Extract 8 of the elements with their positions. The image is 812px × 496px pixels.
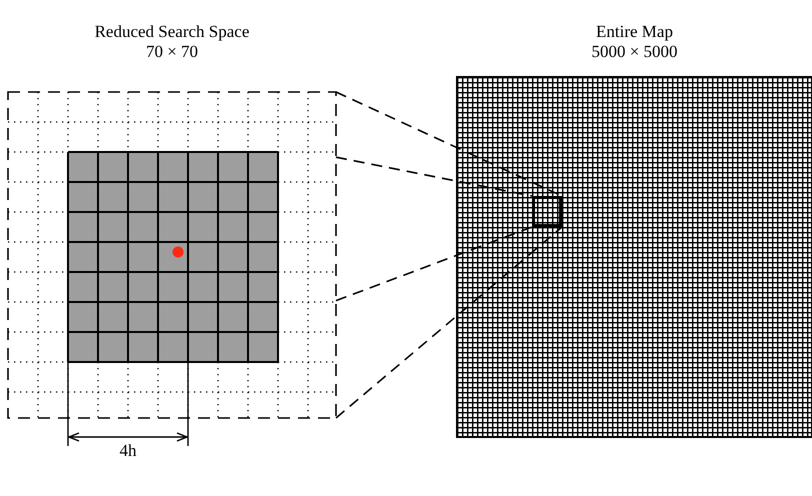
connector-line [336, 226, 532, 302]
size-label: 70 × 70 [146, 42, 198, 62]
dimension-label: 4h [118, 441, 138, 461]
panel-title: Entire Map [596, 22, 673, 42]
panel-title: Reduced Search Space [94, 22, 250, 42]
connector-line [335, 226, 563, 419]
connector-line [336, 156, 532, 197]
size-label: 5000 × 5000 [591, 42, 678, 62]
